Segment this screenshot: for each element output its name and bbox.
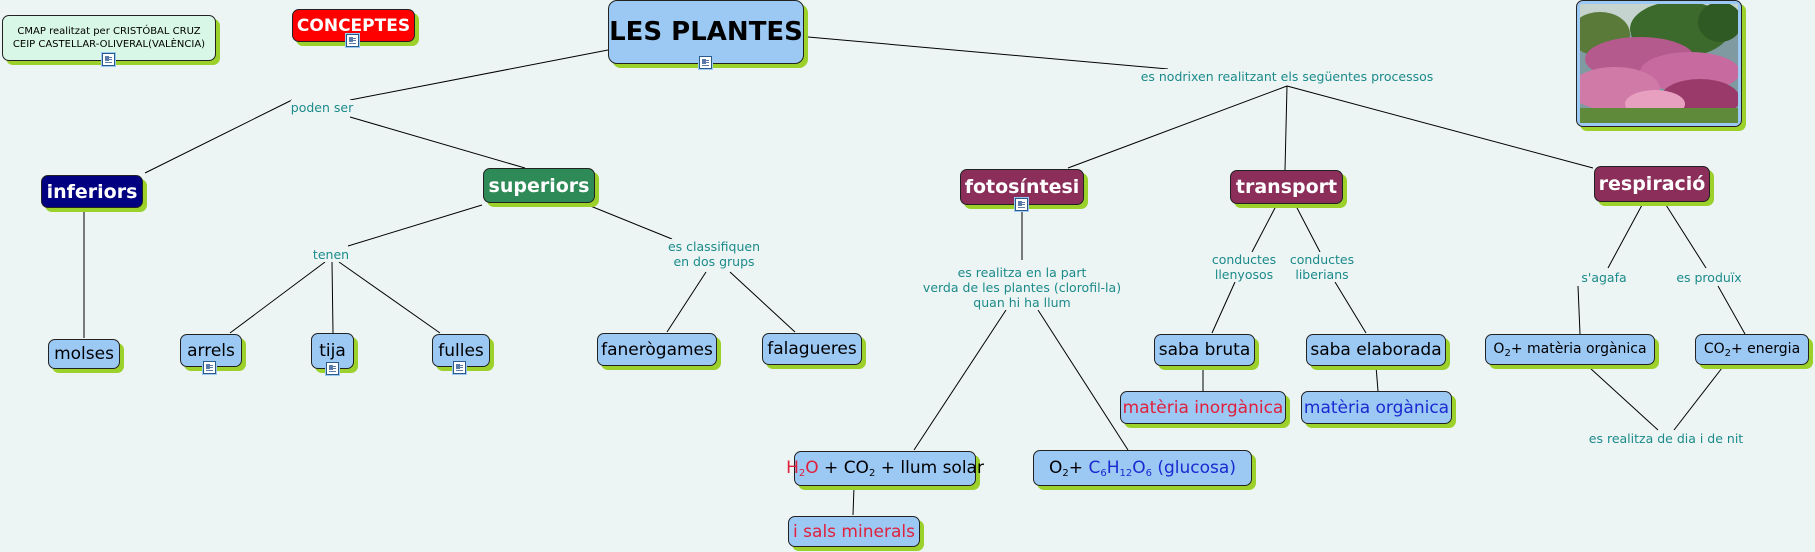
materia-organica-label: matèria orgànica bbox=[1303, 397, 1450, 418]
oxygen-subscript: 2 bbox=[1504, 347, 1511, 359]
fotosintesi-label: fotosíntesi bbox=[964, 176, 1080, 198]
concept-faneroogames[interactable]: fanerògames bbox=[597, 333, 717, 366]
reactants-rest: + llum solar bbox=[875, 458, 984, 478]
link-label-line: quan hi ha llum bbox=[973, 295, 1071, 310]
document-icon[interactable] bbox=[346, 34, 359, 47]
sals-minerals-label: i sals minerals bbox=[793, 521, 915, 542]
glucose-carbon: C bbox=[1088, 457, 1101, 478]
hydrogen-subscript: 2 bbox=[798, 468, 806, 479]
document-icon[interactable] bbox=[326, 362, 339, 375]
document-icon[interactable] bbox=[1015, 198, 1028, 211]
concept-inferiors[interactable]: inferiors bbox=[41, 175, 143, 208]
link-label-tenen: tenen bbox=[312, 247, 350, 262]
concept-co2-energia[interactable]: CO2+ energia bbox=[1695, 334, 1809, 365]
oxygen-symbol: O bbox=[805, 458, 819, 478]
concept-respiracio[interactable]: respiració bbox=[1594, 166, 1710, 202]
concept-superiors[interactable]: superiors bbox=[483, 168, 595, 203]
concept-materia-inorganica[interactable]: matèria inorgànica bbox=[1120, 391, 1286, 424]
hydrogen-symbol: H bbox=[786, 458, 799, 478]
oxygen-subscript: 2 bbox=[1062, 467, 1069, 479]
o2-materia-formula: O2+ matèria orgànica bbox=[1493, 341, 1646, 359]
link-label-line: liberians bbox=[1295, 267, 1349, 282]
products-formula: O2+ C6H12O6 (glucosa) bbox=[1049, 458, 1236, 479]
link-label-s-agafa: s'agafa bbox=[1581, 270, 1627, 285]
concept-reactants[interactable]: H2O + CO2 + llum solar bbox=[786, 451, 984, 486]
concept-transport[interactable]: transport bbox=[1230, 170, 1343, 204]
garden-image bbox=[1580, 4, 1738, 123]
link-label-es-classifiquen: es classifiquen en dos grups bbox=[667, 239, 761, 269]
superiors-label: superiors bbox=[488, 174, 590, 197]
oxygen-symbol: O bbox=[1049, 457, 1063, 478]
carbon-dioxide-symbol: CO bbox=[1703, 340, 1725, 357]
link-label-es-produix: es produïx bbox=[1676, 270, 1742, 285]
document-icon[interactable] bbox=[203, 361, 216, 374]
document-icon[interactable] bbox=[699, 56, 712, 69]
saba-elaborada-label: saba elaborada bbox=[1310, 340, 1442, 360]
co2-energia-formula: CO2+ energia bbox=[1704, 341, 1800, 359]
link-label-es-nodrixen: es nodrixen realitzant els següentes pro… bbox=[1140, 69, 1434, 84]
oxygen-symbol: O bbox=[1493, 340, 1505, 357]
glucose-carbon-subscript: 6 bbox=[1100, 467, 1107, 479]
falagueres-label: falagueres bbox=[767, 339, 857, 359]
o2-materia-rest: + matèria orgànica bbox=[1510, 340, 1647, 357]
glucose-hydrogen: H bbox=[1106, 457, 1120, 478]
concept-o2-materia-organica[interactable]: O2+ matèria orgànica bbox=[1485, 334, 1655, 365]
credit-line-1: CMAP realitzat per CRISTÓBAL CRUZ bbox=[17, 26, 201, 37]
carbon-dioxide-subscript: 2 bbox=[1724, 347, 1731, 359]
link-label-line: es classifiquen bbox=[667, 239, 761, 254]
arrels-label: arrels bbox=[187, 340, 235, 361]
conceptes-label: CONCEPTES bbox=[296, 15, 411, 36]
link-label-line: es realitza en la part bbox=[957, 265, 1087, 280]
credit-line-2: CEIP CASTELLAR-OLIVERAL(VALÈNCIA) bbox=[12, 39, 206, 50]
link-label-line: en dos grups bbox=[673, 254, 755, 269]
glucose-oxygen: O bbox=[1132, 457, 1146, 478]
glucose-label: (glucosa) bbox=[1151, 457, 1236, 478]
fulles-label: fulles bbox=[438, 340, 484, 361]
respiracio-label: respiració bbox=[1598, 173, 1706, 195]
concept-falagueres[interactable]: falagueres bbox=[762, 333, 862, 365]
link-label-line: verda de les plantes (clorofil-la) bbox=[922, 280, 1122, 295]
concept-molses[interactable]: molses bbox=[48, 339, 120, 369]
root-concept-label: LES PLANTES bbox=[609, 17, 803, 47]
tija-label: tija bbox=[319, 341, 346, 361]
carbon-dioxide-subscript: 2 bbox=[868, 468, 876, 479]
materia-inorganica-label: matèria inorgànica bbox=[1122, 397, 1284, 418]
link-label-line: conductes bbox=[1211, 252, 1277, 267]
document-icon[interactable] bbox=[453, 361, 466, 374]
concept-sals-minerals[interactable]: i sals minerals bbox=[788, 516, 920, 547]
link-label-conductes-llenyosos: conductes llenyosos bbox=[1211, 252, 1277, 282]
root-concept-les-plantes[interactable]: LES PLANTES bbox=[608, 0, 804, 64]
reactants-formula: H2O + CO2 + llum solar bbox=[786, 458, 984, 479]
document-icon[interactable] bbox=[102, 53, 115, 66]
inferiors-label: inferiors bbox=[46, 180, 138, 203]
co2-energia-rest: + energia bbox=[1731, 340, 1801, 357]
concept-saba-elaborada[interactable]: saba elaborada bbox=[1306, 334, 1446, 366]
transport-label: transport bbox=[1235, 176, 1338, 198]
concept-materia-organica[interactable]: matèria orgànica bbox=[1301, 391, 1452, 424]
link-label-line: conductes bbox=[1289, 252, 1355, 267]
saba-bruta-label: saba bruta bbox=[1158, 340, 1251, 360]
link-label-dia-i-nit: es realitza de dia i de nit bbox=[1588, 431, 1744, 446]
flower-garden-photo[interactable] bbox=[1576, 0, 1742, 127]
plus-sign: + bbox=[1068, 457, 1089, 478]
faneroogames-label: fanerògames bbox=[601, 339, 713, 360]
link-label-line: llenyosos bbox=[1214, 267, 1274, 282]
glucose-hydrogen-subscript: 12 bbox=[1119, 467, 1133, 479]
plus-sign: + bbox=[818, 458, 844, 478]
concept-saba-bruta[interactable]: saba bruta bbox=[1154, 334, 1255, 366]
link-label-es-realitza-part-verda: es realitza en la part verda de les plan… bbox=[922, 265, 1122, 310]
link-label-poden-ser: poden ser bbox=[290, 100, 354, 115]
carbon-dioxide-symbol: CO bbox=[843, 458, 869, 478]
molses-label: molses bbox=[54, 344, 114, 364]
link-label-conductes-liberians: conductes liberians bbox=[1289, 252, 1355, 282]
concept-products[interactable]: O2+ C6H12O6 (glucosa) bbox=[1033, 450, 1252, 486]
glucose-oxygen-subscript: 6 bbox=[1145, 467, 1152, 479]
